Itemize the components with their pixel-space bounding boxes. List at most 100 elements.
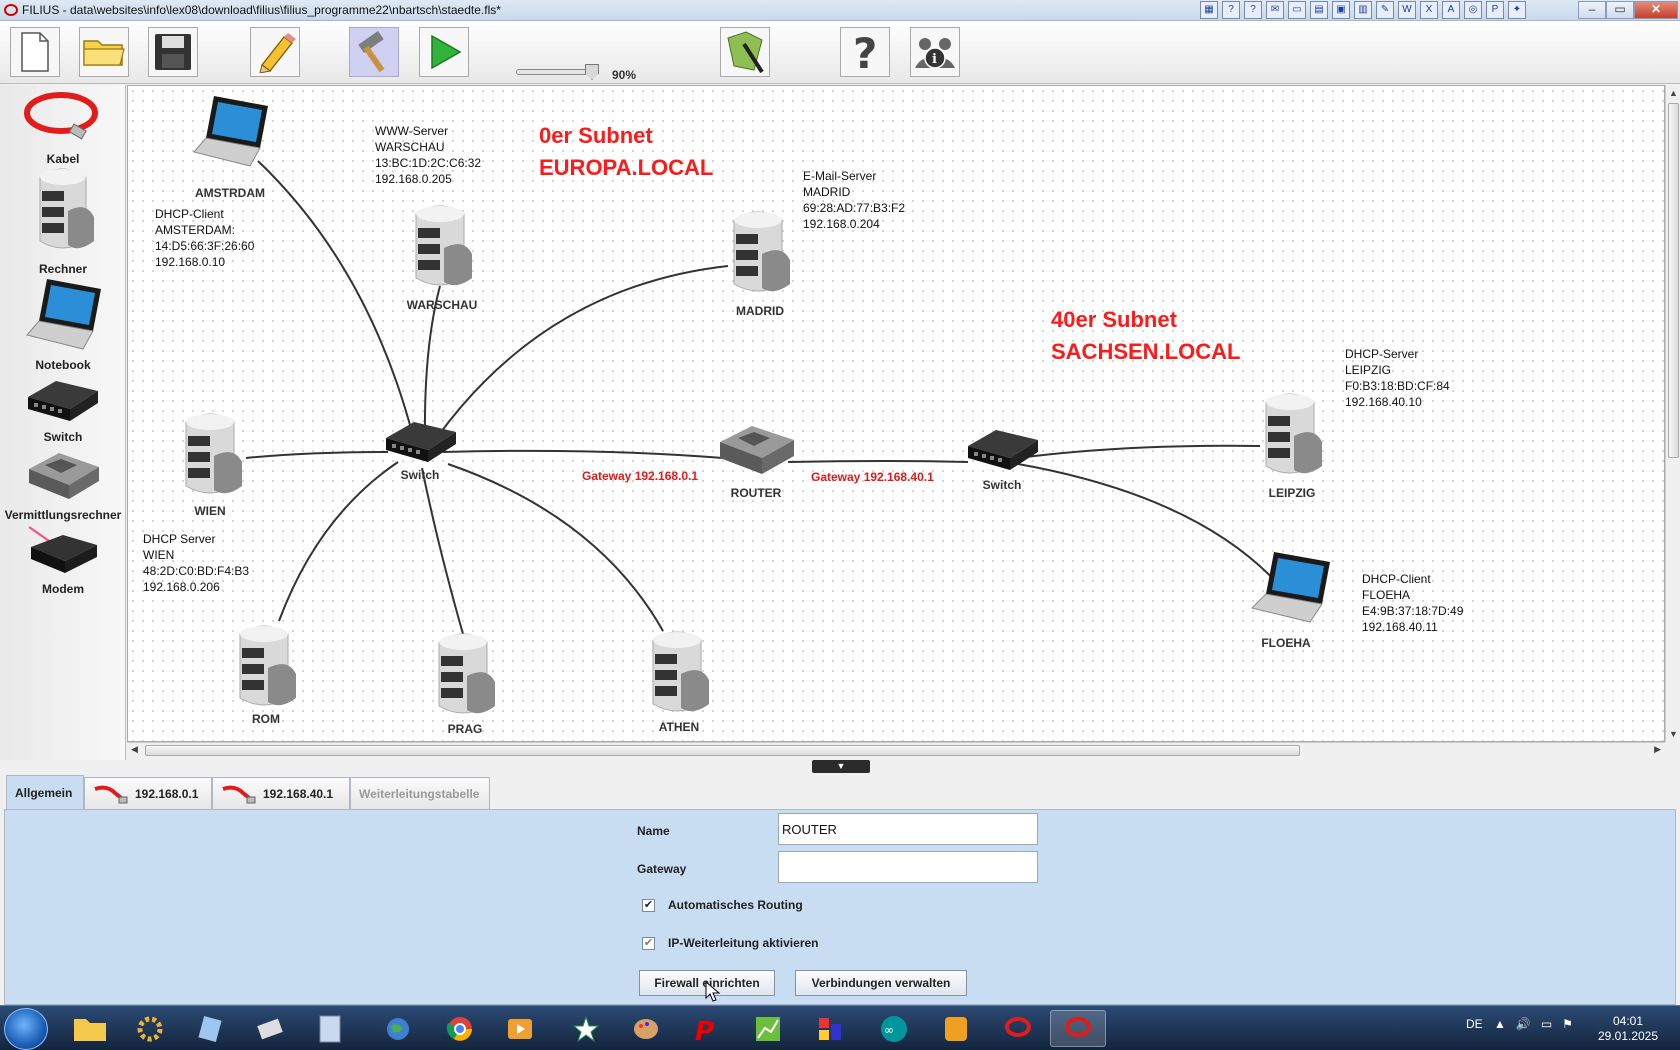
language-indicator[interactable]: DE (1466, 1017, 1483, 1031)
link-switch1-wien (245, 451, 389, 459)
node-madrid[interactable]: MADRID (726, 204, 794, 318)
clipboard-icon[interactable]: ▤ (1310, 1, 1328, 19)
taskbar-explorer[interactable] (62, 1010, 118, 1047)
taskbar-paint[interactable] (618, 1010, 674, 1047)
design-mode-button[interactable] (250, 27, 300, 77)
name-input[interactable] (778, 813, 1038, 845)
palette-item-kabel[interactable]: Kabel (0, 89, 126, 166)
book-icon[interactable]: ▥ (1354, 1, 1372, 19)
server-icon (652, 631, 709, 712)
node-leipzig[interactable]: LEIPZIG (1258, 386, 1326, 500)
taskbar-calculator[interactable] (302, 1010, 358, 1047)
node-switch-sachsen[interactable]: Switch (966, 422, 1040, 492)
node-floeha[interactable]: FLOEHA (1248, 550, 1332, 650)
link-switch1-athen (447, 463, 664, 632)
scroll-up-icon[interactable]: ▲ (1669, 88, 1678, 98)
gateway-input[interactable] (778, 851, 1038, 883)
palette-item-notebook[interactable]: Notebook (0, 275, 126, 372)
palette-item-modem[interactable]: Modem (0, 525, 126, 596)
help-icon[interactable]: ? (1222, 1, 1240, 19)
minimize-button[interactable]: – (1578, 1, 1606, 19)
manage-connections-button[interactable]: Verbindungen verwalten (795, 970, 967, 996)
scroll-right-icon[interactable]: ▶ (1654, 744, 1661, 754)
app-icon[interactable]: ✦ (1508, 1, 1526, 19)
system-tray-icons[interactable]: ▲🔊▭⚑ (1494, 1017, 1583, 1031)
node-amstrdam[interactable]: AMSTRDAM (190, 94, 270, 200)
help-button[interactable]: ? (840, 27, 890, 77)
taskbar-app[interactable] (242, 1010, 298, 1047)
palette-item-rechner[interactable]: Rechner (0, 161, 126, 276)
card-icon[interactable]: ▣ (1332, 1, 1350, 19)
collapse-panel-toggle[interactable]: ▼ (812, 760, 870, 773)
simulation-mode-button[interactable] (419, 27, 469, 77)
palette-item-vermittlungsrechner[interactable]: Vermittlungsrechner (0, 447, 126, 522)
mail-icon[interactable]: ✉ (1266, 1, 1284, 19)
horizontal-scroll-thumb[interactable] (145, 745, 1300, 756)
network-canvas[interactable]: 0er Subnet EUROPA.LOCAL 40er Subnet SACH… (127, 85, 1665, 742)
info-line: DHCP Server (143, 532, 216, 546)
node-warschau[interactable]: WARSCHAU (407, 198, 477, 312)
zoom-slider-track[interactable] (516, 69, 596, 75)
tab-weiterleitungstabelle[interactable]: Weiterleitungstabelle (350, 777, 490, 809)
project-icon[interactable]: ◎ (1464, 1, 1482, 19)
excel-icon[interactable]: X (1420, 1, 1438, 19)
auto-routing-checkbox[interactable]: ✔ (642, 899, 655, 912)
zoom-slider-thumb[interactable] (585, 64, 599, 80)
node-athen[interactable]: ATHEN (645, 624, 713, 734)
taskbar-app[interactable] (370, 1010, 426, 1047)
node-router[interactable]: ROUTER (716, 420, 796, 500)
tab-interface-0[interactable]: 192.168.0.1 (84, 777, 212, 809)
node-rom[interactable]: ROM (232, 618, 300, 726)
taskbar-chrome[interactable] (432, 1010, 488, 1047)
vertical-scroll-thumb[interactable] (1668, 103, 1679, 458)
access-icon[interactable]: A (1442, 1, 1460, 19)
publisher-icon[interactable]: P (1486, 1, 1504, 19)
taskbar-app[interactable] (802, 1010, 858, 1047)
question-mark-icon: ? (853, 30, 877, 74)
palette-item-switch[interactable]: Switch (0, 373, 126, 444)
taskbar-app[interactable]: P (678, 1010, 734, 1047)
word-icon[interactable]: W (1398, 1, 1416, 19)
help-icon[interactable]: ? (1244, 1, 1262, 19)
filius-icon (1065, 1016, 1091, 1037)
taskbar-app[interactable] (740, 1010, 796, 1047)
build-mode-button[interactable] (349, 27, 399, 77)
taskbar-arduino[interactable]: ∞ (866, 1010, 922, 1047)
new-file-button[interactable] (10, 27, 60, 77)
tab-allgemein[interactable]: Allgemein (6, 775, 84, 810)
node-prag[interactable]: PRAG (431, 626, 499, 736)
open-file-button[interactable] (79, 27, 129, 77)
node-label: FLOEHA (1261, 636, 1311, 650)
taskbar-app[interactable] (928, 1010, 984, 1047)
link-switch1-rom (278, 461, 399, 622)
horizontal-scrollbar[interactable]: ◀ ▶ (127, 742, 1665, 757)
window-icon[interactable]: ▭ (1288, 1, 1306, 19)
vertical-scrollbar[interactable]: ▲ ▼ (1665, 85, 1680, 742)
clock[interactable]: 04:01 29.01.2025 (1596, 1014, 1660, 1044)
start-button[interactable] (4, 1008, 48, 1050)
maximize-button[interactable]: ▭ (1606, 1, 1634, 19)
scroll-down-icon[interactable]: ▼ (1669, 729, 1678, 739)
taskbar-filius[interactable] (990, 1010, 1046, 1047)
about-button[interactable]: i (910, 27, 960, 77)
taskbar-app[interactable] (558, 1010, 614, 1047)
ip-forwarding-checkbox[interactable]: ✔ (642, 937, 655, 950)
taskbar-filius-active[interactable] (1050, 1010, 1106, 1047)
info-line: 192.168.0.206 (143, 580, 220, 594)
ip-forwarding-label: IP-Weiterleitung aktivieren (668, 936, 819, 950)
wizard-button[interactable] (720, 27, 770, 77)
app-icon[interactable]: ▦ (1200, 1, 1218, 19)
taskbar-app[interactable] (122, 1010, 178, 1047)
zoom-label: 90% (612, 68, 637, 82)
node-switch-europa[interactable]: Switch (384, 414, 458, 482)
note-icon[interactable]: ✎ (1376, 1, 1394, 19)
scroll-left-icon[interactable]: ◀ (131, 744, 138, 754)
taskbar-media[interactable] (492, 1010, 548, 1047)
cable-icon (222, 785, 256, 803)
node-wien[interactable]: WIEN (178, 406, 246, 518)
save-button[interactable] (148, 27, 198, 77)
info-line: MADRID (803, 185, 851, 199)
tab-interface-1[interactable]: 192.168.40.1 (212, 777, 350, 809)
close-button[interactable]: ✕ (1634, 1, 1678, 19)
taskbar-app[interactable] (182, 1010, 238, 1047)
